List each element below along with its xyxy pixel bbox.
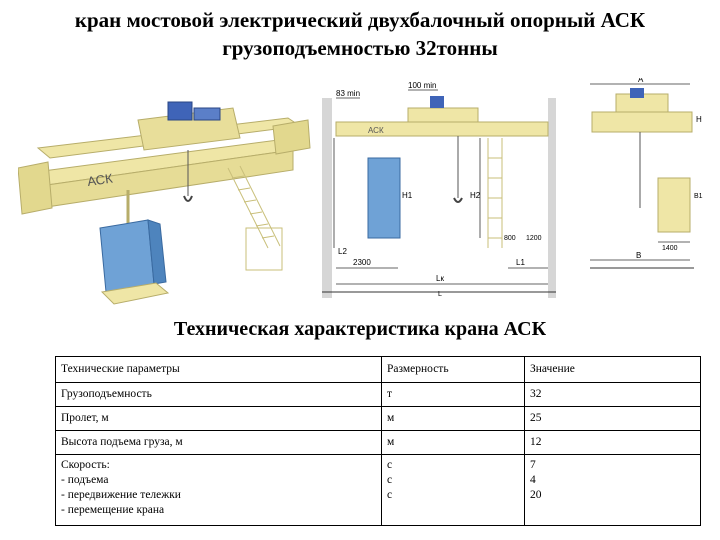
crane-3d-render: АСК — [18, 101, 311, 305]
motor-elev — [430, 96, 444, 108]
cell-param-speed: Скорость: - подъема - передвижение тележ… — [55, 454, 382, 526]
side-motor — [630, 88, 644, 98]
cell-value-speed: 7 4 20 — [524, 454, 701, 526]
end-truck-right — [272, 119, 311, 155]
cell-value: 25 — [524, 406, 701, 431]
dim-h2: H2 — [470, 191, 481, 200]
wall-left — [322, 98, 332, 298]
cell-unit-speed: с с с — [381, 454, 525, 526]
title-line-2: грузоподъемностью 32тонны — [222, 36, 498, 60]
cell-unit: т — [381, 382, 525, 407]
section-title: Техническая характеристика крана АСК — [173, 318, 547, 340]
cell-param: Высота подъема груза, м — [55, 430, 382, 455]
dim-l: L — [438, 291, 442, 298]
crane-front-elevation: АСК — [322, 81, 556, 298]
dim-1200: 1200 — [526, 235, 542, 242]
cell-value: 32 — [524, 382, 701, 407]
page-title: кран мостовой электрический двухбалочный… — [0, 6, 720, 62]
dim-a: A — [638, 78, 644, 84]
wall-right — [548, 98, 556, 298]
speed-line: - передвижение тележки — [61, 489, 181, 501]
cabin-elev — [367, 157, 401, 239]
speed-unit: с — [387, 459, 393, 471]
dim-l1: L1 — [516, 258, 525, 267]
dim-lk: Lк — [436, 274, 444, 283]
speed-unit: с — [387, 489, 393, 501]
speed-value: 7 — [530, 459, 536, 471]
dim-b1: B1 — [694, 193, 703, 200]
table-row: Грузоподъемность т 32 — [55, 382, 701, 407]
crane-side-elevation: A H 1400 B B1 — [590, 78, 703, 269]
speed-line: Скорость: — [61, 459, 110, 471]
hook-3d — [183, 195, 193, 202]
side-cabin — [657, 177, 691, 233]
speed-unit: с — [387, 474, 393, 486]
table-row: Пролет, м м 25 — [55, 406, 701, 431]
dim-100min: 100 min — [408, 81, 436, 90]
cell-param: Грузоподъемность — [55, 382, 382, 407]
spec-table: Технические параметры Размерность Значен… — [55, 356, 701, 526]
dimension-lines-elev — [333, 89, 548, 285]
platform-cage — [245, 227, 283, 271]
cell-value: 12 — [524, 430, 701, 455]
speed-line: - перемещение крана — [61, 504, 165, 516]
hook-elev — [453, 197, 463, 203]
operator-cabin-3d — [99, 219, 155, 293]
col-header-value: Значение — [524, 356, 701, 383]
dim-h1: H1 — [402, 191, 413, 200]
speed-value: 4 — [530, 474, 536, 486]
title-line-1: кран мостовой электрический двухбалочный… — [74, 8, 646, 32]
crane-illustration: АСК — [18, 78, 708, 310]
speed-value: 20 — [530, 489, 542, 501]
ladder-elev — [487, 138, 503, 248]
side-girders — [591, 111, 693, 133]
cabin-base — [100, 282, 170, 305]
dim-b: B — [636, 251, 641, 260]
cell-unit: м — [381, 430, 525, 455]
col-header-unit: Размерность — [381, 356, 525, 383]
brand-label-elev: АСК — [368, 126, 384, 135]
dim-800: 800 — [504, 235, 516, 242]
dim-2300: 2300 — [353, 258, 371, 267]
trolley-elev — [407, 107, 479, 123]
cell-param: Пролет, м — [55, 406, 382, 431]
hoist-drum — [193, 107, 221, 121]
col-header-param: Технические параметры — [55, 356, 382, 383]
dim-h: H — [696, 115, 702, 124]
table-row: Высота подъема груза, м м 12 — [55, 430, 701, 455]
operator-cabin-side — [147, 219, 167, 285]
brand-label-3d: АСК — [86, 171, 114, 189]
dim-l2: L2 — [338, 247, 347, 256]
table-header-row: Технические параметры Размерность Значен… — [55, 356, 701, 383]
crane-drawings-svg: АСК — [18, 78, 703, 305]
speed-line: - подъема — [61, 474, 109, 486]
ladder-3d — [227, 165, 281, 249]
cell-unit: м — [381, 406, 525, 431]
table-row-speed: Скорость: - подъема - передвижение тележ… — [55, 454, 701, 526]
dim-83min: 83 min — [336, 89, 360, 98]
hoist-motor — [167, 101, 193, 121]
dim-1400: 1400 — [662, 245, 678, 252]
end-truck-left — [18, 161, 53, 215]
